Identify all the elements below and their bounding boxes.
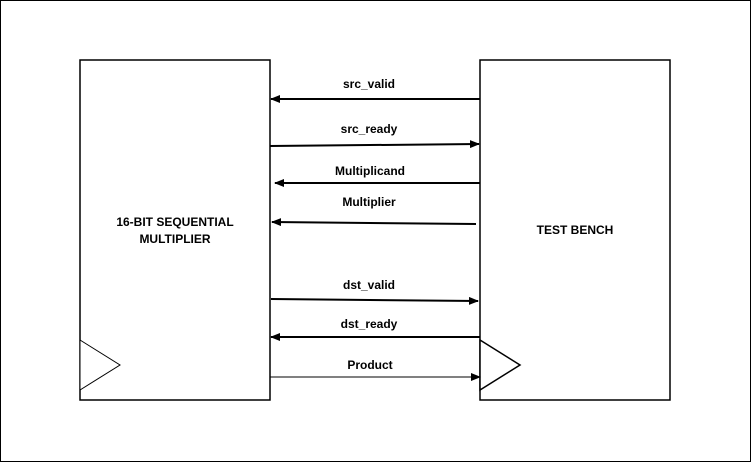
product-label: Product	[347, 358, 392, 372]
multiplier-box	[79, 59, 271, 401]
src-ready-label: src_ready	[341, 122, 398, 136]
src-valid-label: src_valid	[343, 77, 395, 91]
testbench-clock-icon	[479, 338, 522, 392]
src-ready-arrow	[269, 140, 480, 149]
multiplier-block: 16-BIT SEQUENTIAL MULTIPLIER	[79, 59, 271, 401]
multiplier-label-line1: 16-BIT SEQUENTIAL	[116, 215, 233, 229]
signal-dst-ready: dst_ready	[270, 317, 480, 341]
signal-product: Product	[270, 358, 481, 381]
signal-multiplier: Multiplier	[271, 195, 477, 227]
signal-src-ready: src_ready	[269, 122, 480, 149]
dst-valid-label: dst_valid	[343, 278, 395, 292]
signal-multiplicand: Multiplicand	[274, 164, 480, 187]
multiplier-arrow	[271, 218, 477, 227]
signal-dst-valid: dst_valid	[270, 278, 479, 305]
testbench-label: TEST BENCH	[537, 223, 614, 237]
signal-src-valid: src_valid	[270, 77, 480, 103]
multiplier-label-line2: MULTIPLIER	[139, 232, 210, 246]
testbench-box	[479, 59, 671, 401]
dst-valid-arrow	[270, 296, 479, 305]
multiplicand-label: Multiplicand	[335, 164, 405, 178]
testbench-block: TEST BENCH	[479, 59, 671, 401]
multiplier-signal-label: Multiplier	[342, 195, 396, 209]
dst-ready-label: dst_ready	[341, 317, 398, 331]
multiplier-clock-icon	[79, 339, 121, 391]
